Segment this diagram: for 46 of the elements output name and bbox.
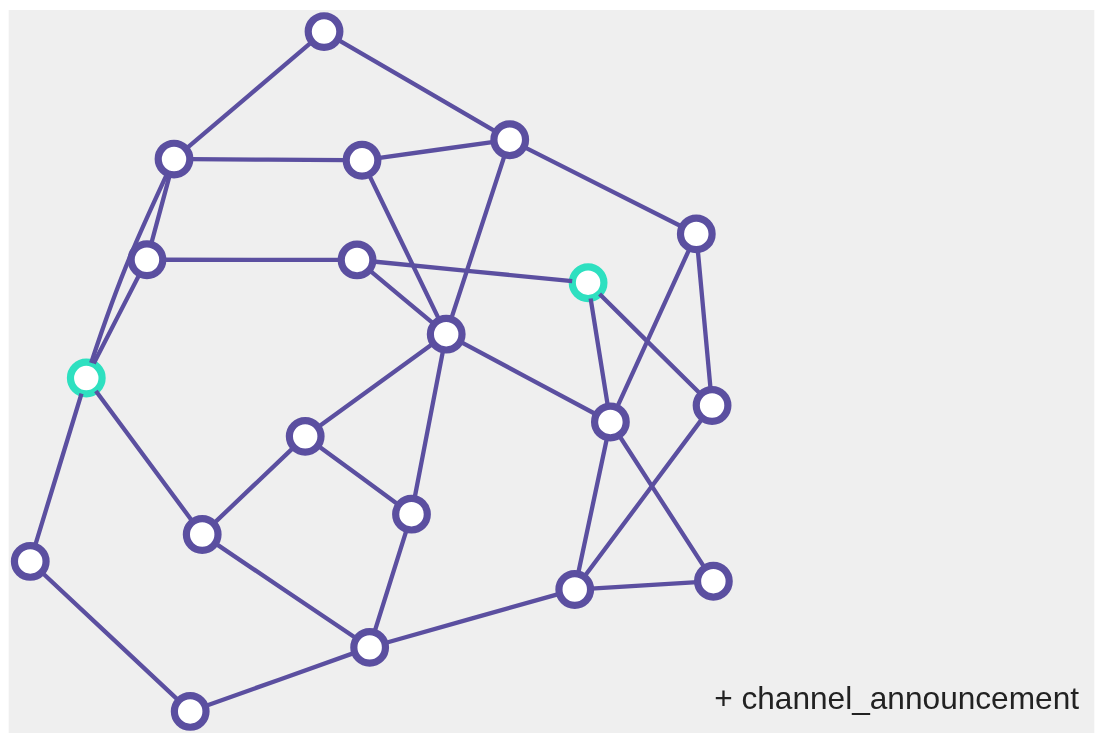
node-circle (350, 627, 390, 667)
connector (459, 339, 598, 417)
connector (316, 341, 435, 429)
connector (91, 273, 142, 365)
connector (615, 247, 692, 409)
connector (317, 444, 400, 507)
connector (32, 393, 84, 547)
connector (449, 154, 507, 320)
connector (212, 446, 295, 525)
connector (89, 173, 169, 364)
connector (523, 145, 683, 229)
connector (598, 292, 702, 396)
connector (40, 571, 180, 702)
node-circle (490, 120, 530, 160)
node-circle (392, 494, 431, 534)
node-circle (692, 386, 732, 425)
label: + channel_announcement (714, 680, 1080, 717)
connector (588, 298, 610, 407)
node-circle (342, 140, 382, 180)
connector (367, 268, 436, 326)
node-circle (285, 416, 325, 456)
node-circle (10, 542, 50, 581)
connector (617, 434, 707, 569)
node-circle (182, 515, 222, 554)
connector (582, 417, 704, 578)
connector (214, 541, 358, 641)
node-circle (304, 12, 344, 51)
connector (184, 40, 313, 151)
node-circle (127, 240, 167, 280)
node-circle (154, 139, 194, 179)
connector (695, 249, 713, 390)
node-circle (426, 314, 466, 354)
node-circle (555, 570, 595, 609)
node-circle (337, 240, 377, 280)
connector (412, 349, 446, 499)
node-circle (591, 402, 630, 442)
connector (384, 591, 560, 646)
node-circle (66, 358, 106, 398)
node-circle (568, 263, 608, 303)
connector (190, 157, 346, 163)
connector (367, 173, 441, 321)
connector (94, 389, 195, 523)
node-circle (170, 692, 210, 731)
connector (337, 37, 497, 134)
node-circle (693, 561, 733, 601)
node-circle (676, 214, 716, 254)
